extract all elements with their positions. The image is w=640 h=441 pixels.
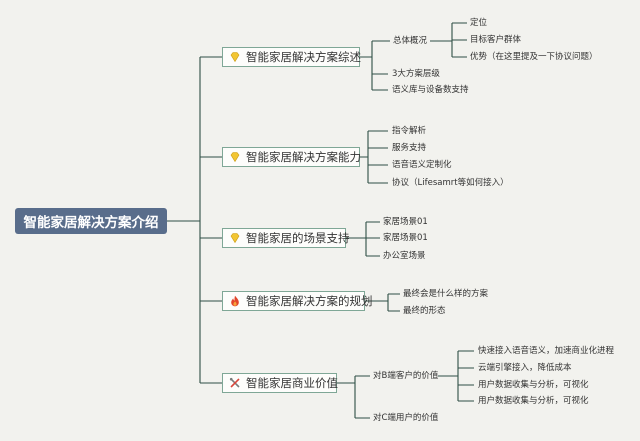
b-client-fan [438,350,474,402]
leaf-advantages[interactable]: 优势（在这里提及一下协议问题） [470,52,598,62]
branch-label: 智能家居的场景支持 [246,231,350,245]
gem-icon [229,151,241,163]
overview-fan [430,22,467,58]
branch-2-fan [360,130,388,184]
branch-business-value[interactable]: 智能家居商业价值 [222,373,338,393]
gem-icon [229,232,241,244]
leaf-cloud-engine[interactable]: 云端引擎接入，降低成本 [478,363,572,373]
leaf-home-scene-1[interactable]: 家居场景01 [383,217,428,227]
leaf-protocol[interactable]: 协议（Lifesamrt等如何接入） [392,178,509,188]
branch-solution-overview[interactable]: 智能家居解决方案综述 [222,47,361,67]
leaf-command-parsing[interactable]: 指令解析 [392,126,427,136]
leaf-overview[interactable]: 总体概况 [393,36,428,46]
branch-label: 智能家居解决方案能力 [246,150,361,164]
branch-label: 智能家居解决方案综述 [246,50,361,64]
leaf-final-form[interactable]: 最终的形态 [403,306,446,316]
leaf-service-support[interactable]: 服务支持 [392,143,427,153]
branch-label: 智能家居解决方案的规划 [246,294,373,308]
fire-icon [229,295,241,307]
leaf-data-analysis-1[interactable]: 用户数据收集与分析，可视化 [478,380,589,390]
branch-solution-capability[interactable]: 智能家居解决方案能力 [222,147,361,167]
branch-3-fan [346,221,380,257]
leaf-customization[interactable]: 语音语义定制化 [392,160,452,170]
leaf-office-scene[interactable]: 办公室场景 [383,251,426,261]
branch-5-fan [337,375,370,419]
branch-label: 智能家居商业价值 [246,376,338,390]
leaf-home-scene-2[interactable]: 家居场景01 [383,233,428,243]
leaf-target-customers[interactable]: 目标客户群体 [470,35,522,45]
branch-4-fan [365,293,400,312]
root-topic[interactable]: 智能家居解决方案介绍 [15,208,167,234]
gem-icon [229,51,241,63]
branch-1-fan [360,40,390,91]
tools-icon [229,377,241,389]
leaf-three-levels[interactable]: 3大方案层级 [392,69,440,79]
leaf-final-solution[interactable]: 最终会是什么样的方案 [403,289,489,299]
leaf-b-client-value[interactable]: 对B端客户的价值 [373,371,439,381]
leaf-semantic-library[interactable]: 语义库与设备数支持 [392,85,469,95]
branch-scene-support[interactable]: 智能家居的场景支持 [222,228,350,248]
leaf-fast-access[interactable]: 快速接入语音语义，加速商业化进程 [478,346,615,356]
leaf-data-analysis-2[interactable]: 用户数据收集与分析，可视化 [478,396,589,406]
leaf-c-user-value[interactable]: 对C端用户的价值 [373,413,439,423]
branch-solution-planning[interactable]: 智能家居解决方案的规划 [222,291,373,311]
leaf-positioning[interactable]: 定位 [470,18,488,28]
